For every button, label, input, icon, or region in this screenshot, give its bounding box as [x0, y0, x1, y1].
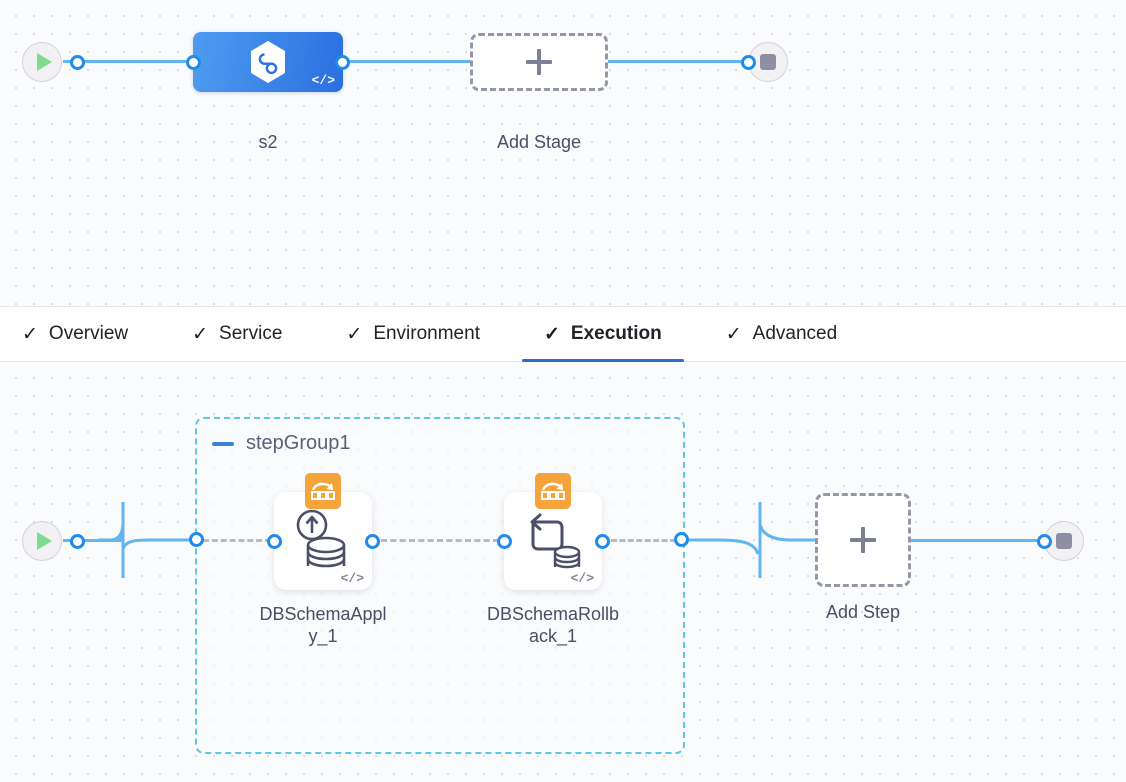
tab-service[interactable]: ✓ Service	[188, 307, 286, 361]
stage-node-output-port[interactable]	[335, 55, 350, 70]
add-step-label: Add Step	[825, 602, 901, 622]
check-icon: ✓	[725, 323, 742, 345]
add-step-button[interactable]	[815, 493, 911, 587]
step-input-port[interactable]	[497, 534, 512, 549]
stage-graph-canvas[interactable]: </> s2 Add Stage	[0, 0, 1126, 306]
code-icon[interactable]: </>	[311, 73, 335, 88]
add-step-node-wrap[interactable]: Add Step	[815, 493, 911, 622]
group-entry-bracket-curve-top	[98, 502, 125, 542]
play-icon	[36, 532, 52, 550]
check-icon: ✓	[192, 323, 209, 345]
play-icon	[36, 53, 52, 71]
tab-overview-label: Overview	[48, 323, 129, 344]
minus-icon[interactable]	[212, 441, 234, 446]
step-label: DBSchemaApply_1	[259, 604, 387, 646]
step-group-label: stepGroup1	[246, 432, 351, 454]
tab-service-label: Service	[219, 323, 283, 344]
start-node-output-port[interactable]	[70, 55, 85, 70]
stop-node-input-port[interactable]	[741, 55, 756, 70]
wire-step2-to-group-out	[611, 539, 676, 542]
db-schema-apply-icon	[274, 508, 372, 578]
add-stage-button[interactable]	[470, 33, 608, 91]
tab-execution[interactable]: ✓ Execution	[522, 307, 684, 362]
stop-icon	[1056, 533, 1072, 549]
tab-environment[interactable]: ✓ Environment	[342, 307, 484, 361]
start-node-circle	[22, 521, 62, 561]
check-icon: ✓	[22, 323, 38, 345]
group-input-port[interactable]	[189, 532, 204, 547]
stop-node-input-port[interactable]	[1037, 534, 1052, 549]
tab-environment-label: Environment	[373, 323, 480, 344]
start-node-output-port[interactable]	[70, 534, 85, 549]
step-group-header[interactable]: stepGroup1	[212, 432, 351, 455]
stage-node-label: s2	[258, 132, 278, 152]
add-stage-label: Add Stage	[496, 132, 582, 152]
execution-graph-canvas[interactable]: stepGroup1	[0, 362, 1126, 782]
stage-node-body[interactable]: </>	[193, 32, 343, 92]
code-icon[interactable]: </>	[340, 571, 364, 586]
group-exit-bracket	[682, 502, 820, 578]
step-card[interactable]: </>	[274, 473, 372, 590]
plus-icon	[526, 49, 552, 75]
group-output-port[interactable]	[674, 532, 689, 547]
tab-execution-label: Execution	[570, 323, 662, 344]
start-node[interactable]	[22, 42, 85, 82]
wire-start-to-bracket	[63, 539, 123, 542]
harness-hex-icon	[251, 41, 285, 83]
step-group-container[interactable]	[195, 417, 685, 754]
stop-node[interactable]	[1037, 521, 1084, 561]
tab-overview[interactable]: ✓ Overview	[18, 307, 132, 361]
tab-advanced[interactable]: ✓ Advanced	[722, 307, 841, 361]
code-icon[interactable]: </>	[570, 571, 594, 586]
start-node[interactable]	[22, 521, 85, 561]
check-icon: ✓	[346, 323, 363, 345]
stage-config-tabs[interactable]: ✓ Overview ✓ Service ✓ Environment ✓ Exe…	[0, 306, 1126, 362]
wire-addstage-to-stop	[608, 60, 748, 63]
plus-icon	[850, 527, 876, 553]
wire-group-in-to-step1	[203, 539, 271, 542]
tab-advanced-label: Advanced	[752, 323, 838, 344]
db-schema-rollback-icon	[504, 508, 602, 578]
wire-stage-to-addstage	[338, 60, 470, 63]
start-node-circle	[22, 42, 62, 82]
stop-icon	[760, 54, 776, 70]
stop-node[interactable]	[741, 42, 788, 82]
wire-step1-to-step2	[381, 539, 499, 542]
check-icon: ✓	[543, 323, 560, 345]
wire-addstep-to-stop	[911, 539, 1044, 542]
stage-node-s2[interactable]: </> s2	[186, 32, 350, 152]
step-output-port[interactable]	[595, 534, 610, 549]
wire-start-to-stage	[63, 60, 198, 63]
stage-node-input-port[interactable]	[186, 55, 201, 70]
step-node-dbschemaapply[interactable]: </> DBSchemaApply_1	[259, 473, 387, 646]
flyway-badge-icon	[305, 473, 341, 509]
add-stage-node[interactable]: Add Stage	[470, 33, 608, 152]
step-node-dbschemarollback[interactable]: </> DBSchemaRollback_1	[487, 473, 619, 646]
flyway-badge-icon	[535, 473, 571, 509]
step-output-port[interactable]	[365, 534, 380, 549]
step-label: DBSchemaRollback_1	[486, 604, 620, 646]
step-input-port[interactable]	[267, 534, 282, 549]
step-card[interactable]: </>	[504, 473, 602, 590]
